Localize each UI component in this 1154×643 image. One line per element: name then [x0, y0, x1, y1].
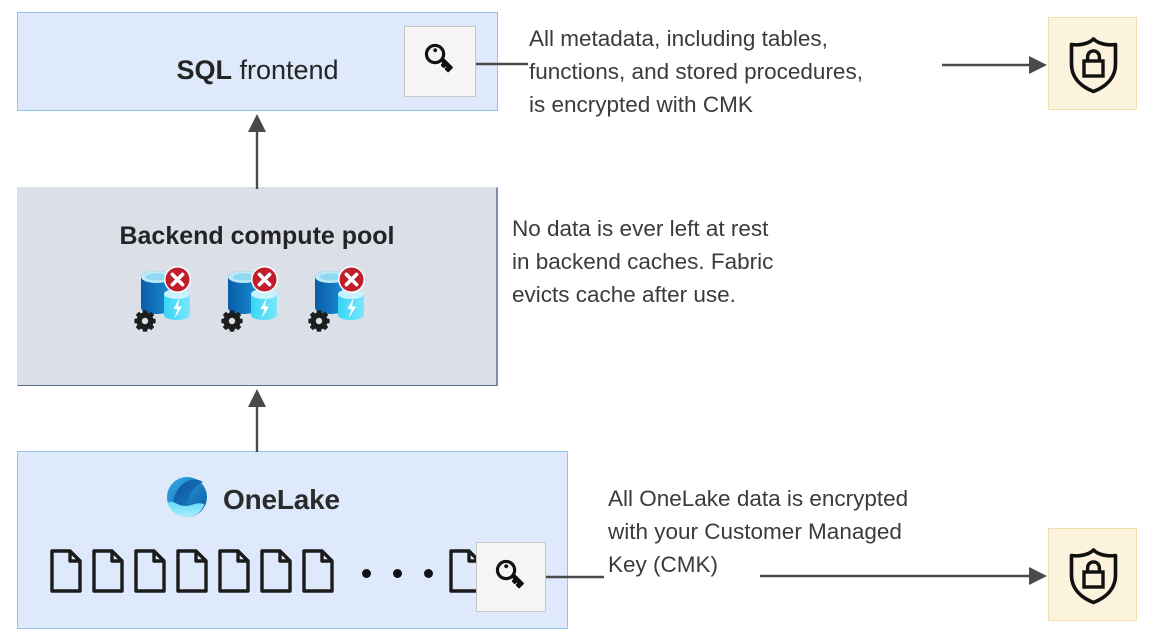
files-ellipsis — [351, 569, 444, 578]
file-icon — [258, 548, 294, 599]
file-icon — [132, 548, 168, 599]
red-x-badge — [338, 266, 365, 293]
onelake-label: OneLake — [223, 483, 340, 515]
file-icon — [174, 548, 210, 599]
database-cache-disabled-icon — [307, 265, 374, 339]
onelake-logo-icon — [163, 473, 211, 526]
onelake-to-backend-arrow — [248, 389, 266, 452]
backend-to-sql-arrow — [248, 114, 266, 189]
ellipsis-dot — [393, 569, 402, 578]
sql-frontend-label: SQL frontend — [18, 55, 497, 86]
ellipsis-dot — [362, 569, 371, 578]
key-icon — [418, 37, 462, 86]
file-icon — [216, 548, 252, 599]
red-x-badge — [251, 266, 278, 293]
onelake-note: All OneLake data is encrypted with your … — [608, 486, 909, 577]
sql-frontend-label-rest: frontend — [231, 55, 339, 85]
database-cache-disabled-icon — [220, 265, 287, 339]
backend-compute-pool-label: Backend compute pool — [119, 222, 395, 250]
onelake-key-chip[interactable] — [476, 542, 546, 612]
sql-key-to-vault-arrow — [942, 56, 1047, 74]
metadata-note: All metadata, including tables, function… — [529, 26, 863, 117]
onelake-files-row — [48, 548, 489, 599]
database-cache-disabled-icon — [133, 265, 200, 339]
sql-frontend-key-chip[interactable] — [404, 26, 476, 97]
cache-note: No data is ever left at rest in backend … — [512, 216, 774, 307]
key-vault-top-box[interactable] — [1048, 17, 1137, 110]
compute-node-icon-group — [133, 265, 374, 339]
sql-frontend-label-strong: SQL — [176, 55, 232, 85]
shield-lock-icon — [1065, 35, 1122, 99]
file-icon — [48, 548, 84, 599]
file-icon — [300, 548, 336, 599]
onelake-brand: OneLake — [163, 473, 340, 526]
shield-lock-icon — [1065, 546, 1122, 610]
key-vault-bottom-box[interactable] — [1048, 528, 1137, 621]
red-x-badge — [164, 266, 191, 293]
ellipsis-dot — [424, 569, 433, 578]
file-icon — [90, 548, 126, 599]
key-icon — [489, 553, 533, 602]
